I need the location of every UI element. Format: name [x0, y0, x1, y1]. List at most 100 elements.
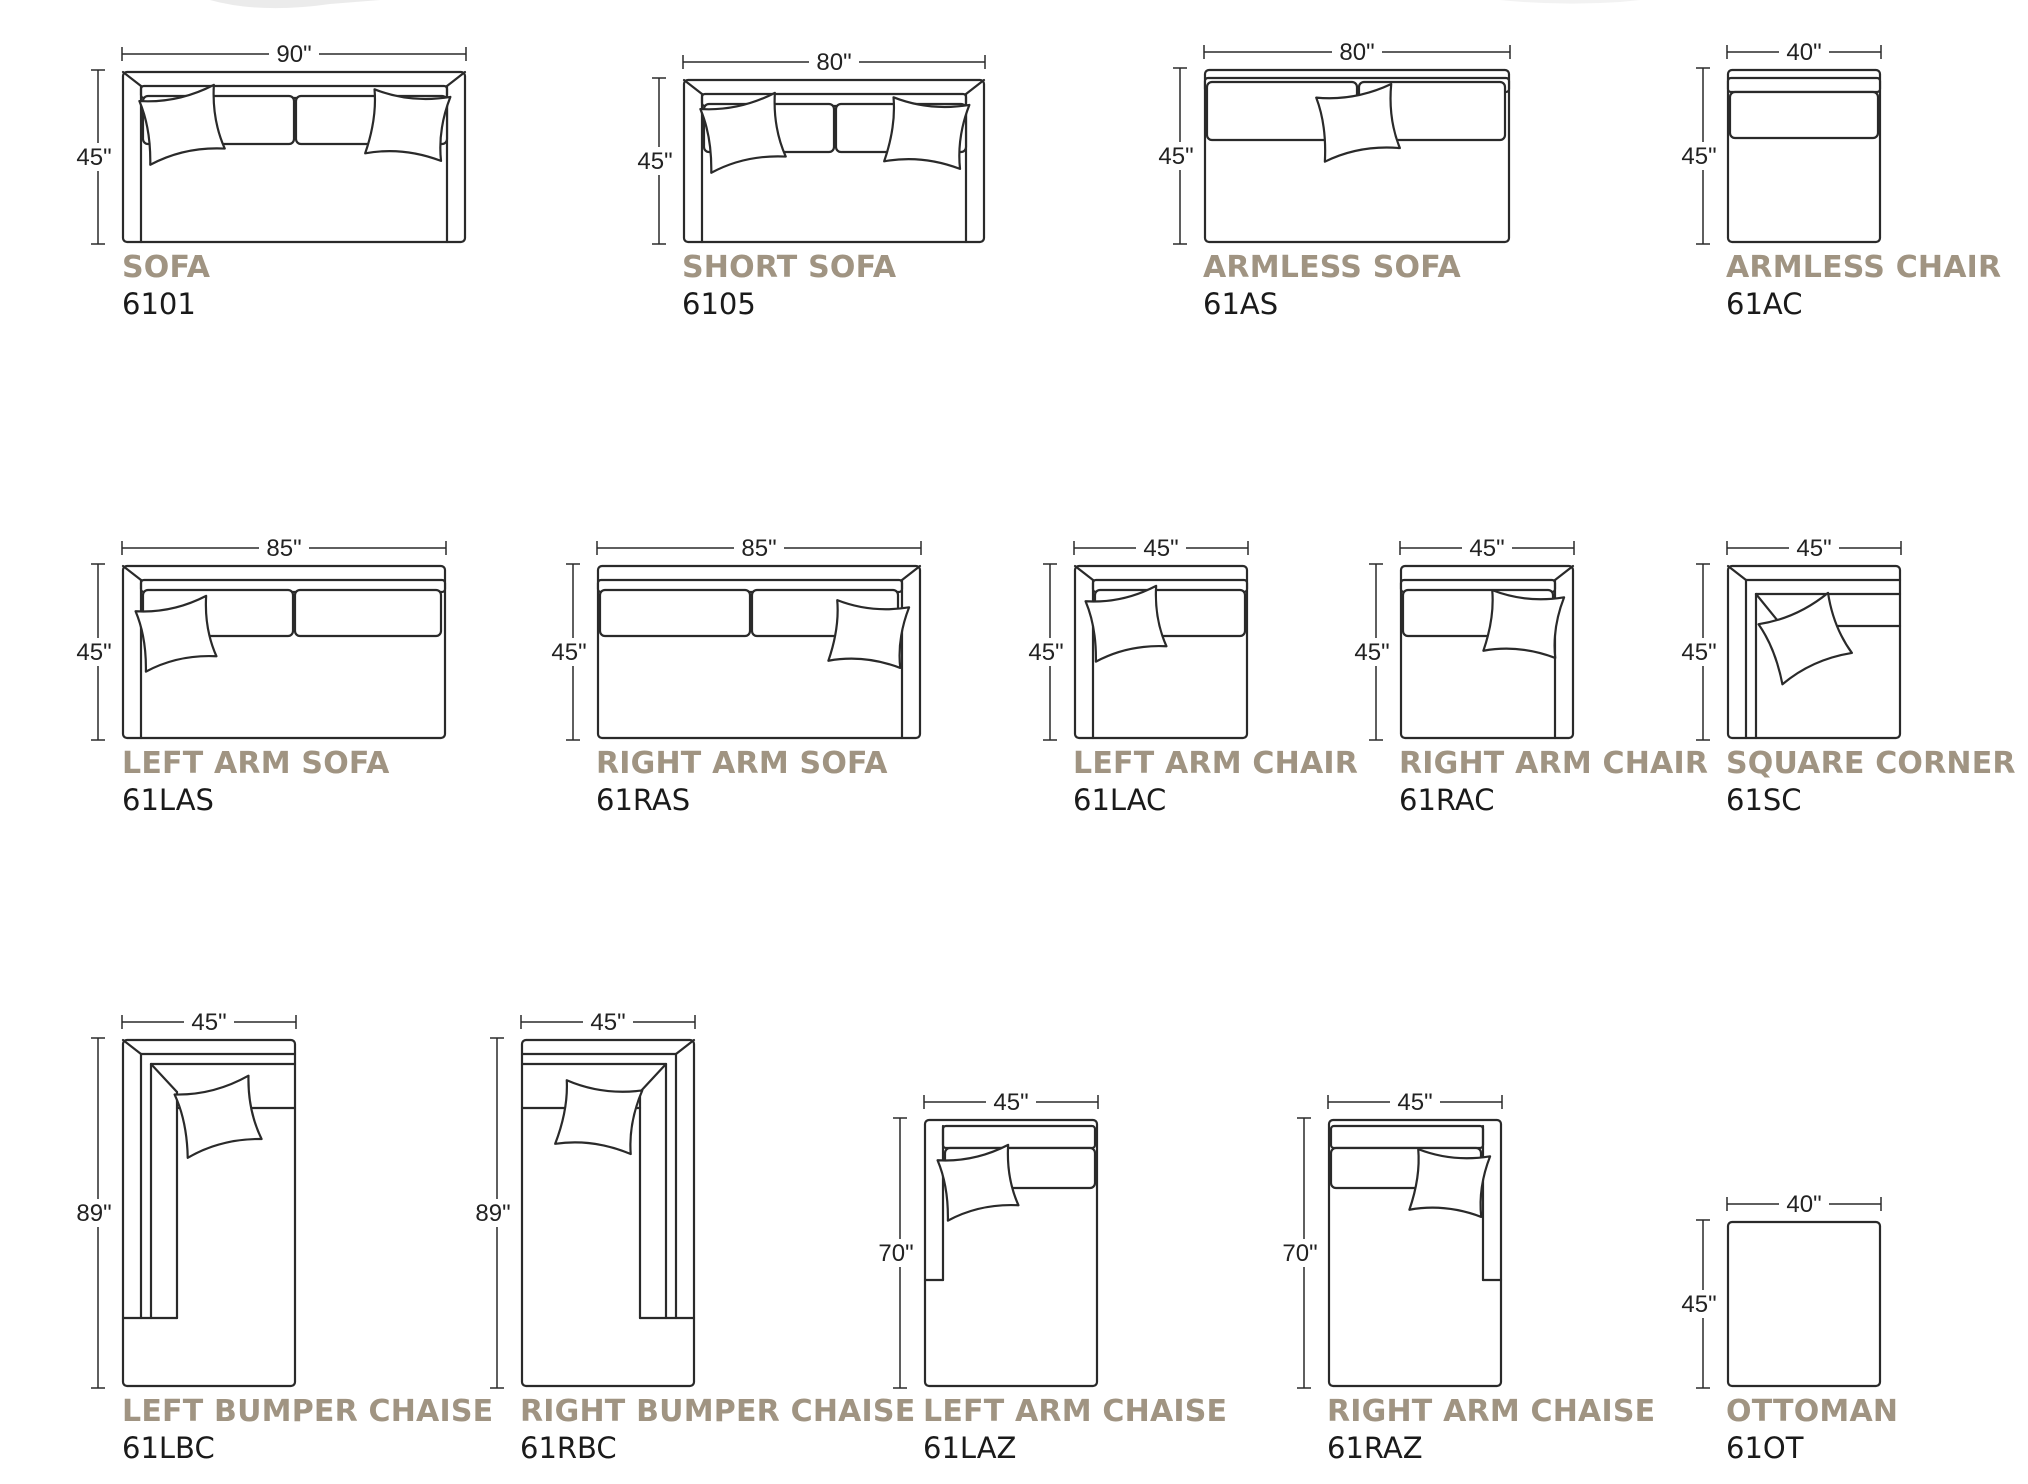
- piece-body: [682, 78, 986, 244]
- piece-code: 61LAS: [122, 783, 214, 817]
- piece-body: [121, 1038, 297, 1388]
- throw-pillow: [173, 1074, 263, 1159]
- depth-label-bg: [874, 1239, 918, 1267]
- depth-dimension-label: 70": [878, 1240, 913, 1267]
- back-cushion: [1728, 90, 1880, 140]
- depth-label-bg: [1677, 638, 1721, 666]
- depth-dimension-label: 45": [1354, 639, 1389, 666]
- piece-code: 61SC: [1726, 783, 1802, 817]
- piece-name: SHORT SOFA: [682, 250, 897, 285]
- depth-dimension-label: 45": [551, 639, 586, 666]
- cushion-miter: [638, 1062, 668, 1094]
- depth-label-bg: [1278, 1239, 1322, 1267]
- depth-dimension-label: 45": [637, 148, 672, 175]
- piece-name: OTTOMAN: [1726, 1394, 1899, 1429]
- depth-dimension-label: 45": [1158, 143, 1193, 170]
- depth-label-bg: [1350, 638, 1394, 666]
- piece-drawing: 85" 45": [547, 535, 922, 741]
- depth-dimension-label: 45": [1681, 1291, 1716, 1318]
- piece-body: [121, 564, 447, 740]
- back-cushion-right: [293, 588, 443, 638]
- throw-pillow: [554, 1079, 644, 1156]
- piece-name: ARMLESS SOFA: [1203, 250, 1461, 285]
- piece-code: 61RAZ: [1327, 1431, 1423, 1465]
- piece-body: [1327, 1118, 1503, 1388]
- back-rail: [1726, 76, 1882, 94]
- piece-armless-chair: 40" 45": [1677, 39, 1882, 245]
- depth-label-bg: [471, 1199, 515, 1227]
- depth-label-bg: [547, 638, 591, 666]
- piece-drawing: 45"45": [1677, 535, 1902, 741]
- piece-sofa: 90"45": [72, 41, 467, 245]
- throw-pillow: [883, 96, 971, 170]
- back-rail: [941, 1124, 1097, 1150]
- depth-label-bg: [72, 638, 116, 666]
- piece-name: LEFT ARM SOFA: [122, 746, 390, 781]
- piece-short-sofa: 80"45": [633, 49, 986, 245]
- depth-label-bg: [1154, 142, 1198, 170]
- width-dimension-label: 45": [1397, 1089, 1432, 1116]
- piece-body: [520, 1038, 696, 1388]
- piece-body: [121, 70, 467, 244]
- piece-armless-sofa: 80" 45": [1154, 39, 1511, 245]
- corner-bevel: [964, 78, 986, 96]
- depth-label-bg: [633, 147, 677, 175]
- throw-pillow: [1757, 591, 1853, 686]
- piece-name: RIGHT BUMPER CHAISE: [520, 1394, 916, 1429]
- depth-label-bg: [72, 1199, 116, 1227]
- back-cushion-left: [598, 588, 752, 638]
- depth-dimension-label: 89": [475, 1200, 510, 1227]
- depth-label-bg: [1024, 638, 1068, 666]
- corner-bevel: [674, 1038, 696, 1056]
- piece-name: LEFT ARM CHAIR: [1073, 746, 1359, 781]
- width-dimension-label: 90": [276, 41, 311, 68]
- piece-name: RIGHT ARM CHAISE: [1327, 1394, 1656, 1429]
- corner-bevel: [445, 70, 467, 88]
- depth-dimension-label: 45": [1681, 639, 1716, 666]
- throw-pillow: [936, 1143, 1020, 1222]
- piece-right-arm-chaise: 45"70": [1278, 1089, 1503, 1389]
- piece-body: [1399, 564, 1575, 740]
- piece-drawing: 45" 70": [874, 1089, 1099, 1389]
- width-dimension-label: 45": [993, 1089, 1028, 1116]
- throw-pillow: [138, 83, 226, 166]
- throw-pillow: [134, 594, 218, 673]
- piece-code: 6105: [682, 287, 756, 321]
- width-dimension-label: 85": [741, 535, 776, 562]
- throw-pillow: [827, 599, 911, 670]
- depth-dimension-label: 45": [1681, 143, 1716, 170]
- width-dimension-label: 40": [1786, 39, 1821, 66]
- piece-code: 61RAS: [596, 783, 691, 817]
- piece-square-corner: 45"45": [1677, 535, 1902, 741]
- depth-dimension-label: 45": [1028, 639, 1063, 666]
- frame-outline: [1726, 1220, 1882, 1388]
- piece-name: ARMLESS CHAIR: [1726, 250, 2002, 285]
- throw-pillow: [364, 88, 452, 162]
- piece-body: [1203, 68, 1511, 244]
- piece-drawing: 80" 45": [1154, 39, 1511, 245]
- corner-bevel: [121, 1038, 143, 1056]
- piece-body: [1073, 564, 1249, 740]
- piece-name: RIGHT ARM CHAIR: [1399, 746, 1709, 781]
- piece-right-bumper-chaise: 45" 89": [471, 1009, 696, 1389]
- width-dimension-label: 85": [266, 535, 301, 562]
- piece-body: [1726, 68, 1882, 244]
- piece-left-arm-chaise: 45" 70": [874, 1089, 1099, 1389]
- piece-drawing: 40"45": [1677, 1191, 1882, 1389]
- corner-bevel: [1073, 564, 1095, 582]
- piece-code: 61LAC: [1073, 783, 1167, 817]
- piece-left-arm-sofa: 85"45": [72, 535, 447, 741]
- piece-name: RIGHT ARM SOFA: [596, 746, 888, 781]
- piece-drawing: 45"89": [72, 1009, 297, 1389]
- width-dimension-label: 80": [1339, 39, 1374, 66]
- piece-drawing: 90"45": [72, 41, 467, 245]
- piece-name: SOFA: [122, 250, 211, 285]
- piece-drawing: 85"45": [72, 535, 447, 741]
- width-dimension-label: 45": [590, 1009, 625, 1036]
- piece-drawing: 45"45": [1350, 535, 1575, 741]
- depth-label-bg: [1677, 142, 1721, 170]
- decorative-page-curl: [210, 0, 1640, 9]
- piece-body: [1726, 564, 1902, 740]
- piece-body: [923, 1118, 1099, 1388]
